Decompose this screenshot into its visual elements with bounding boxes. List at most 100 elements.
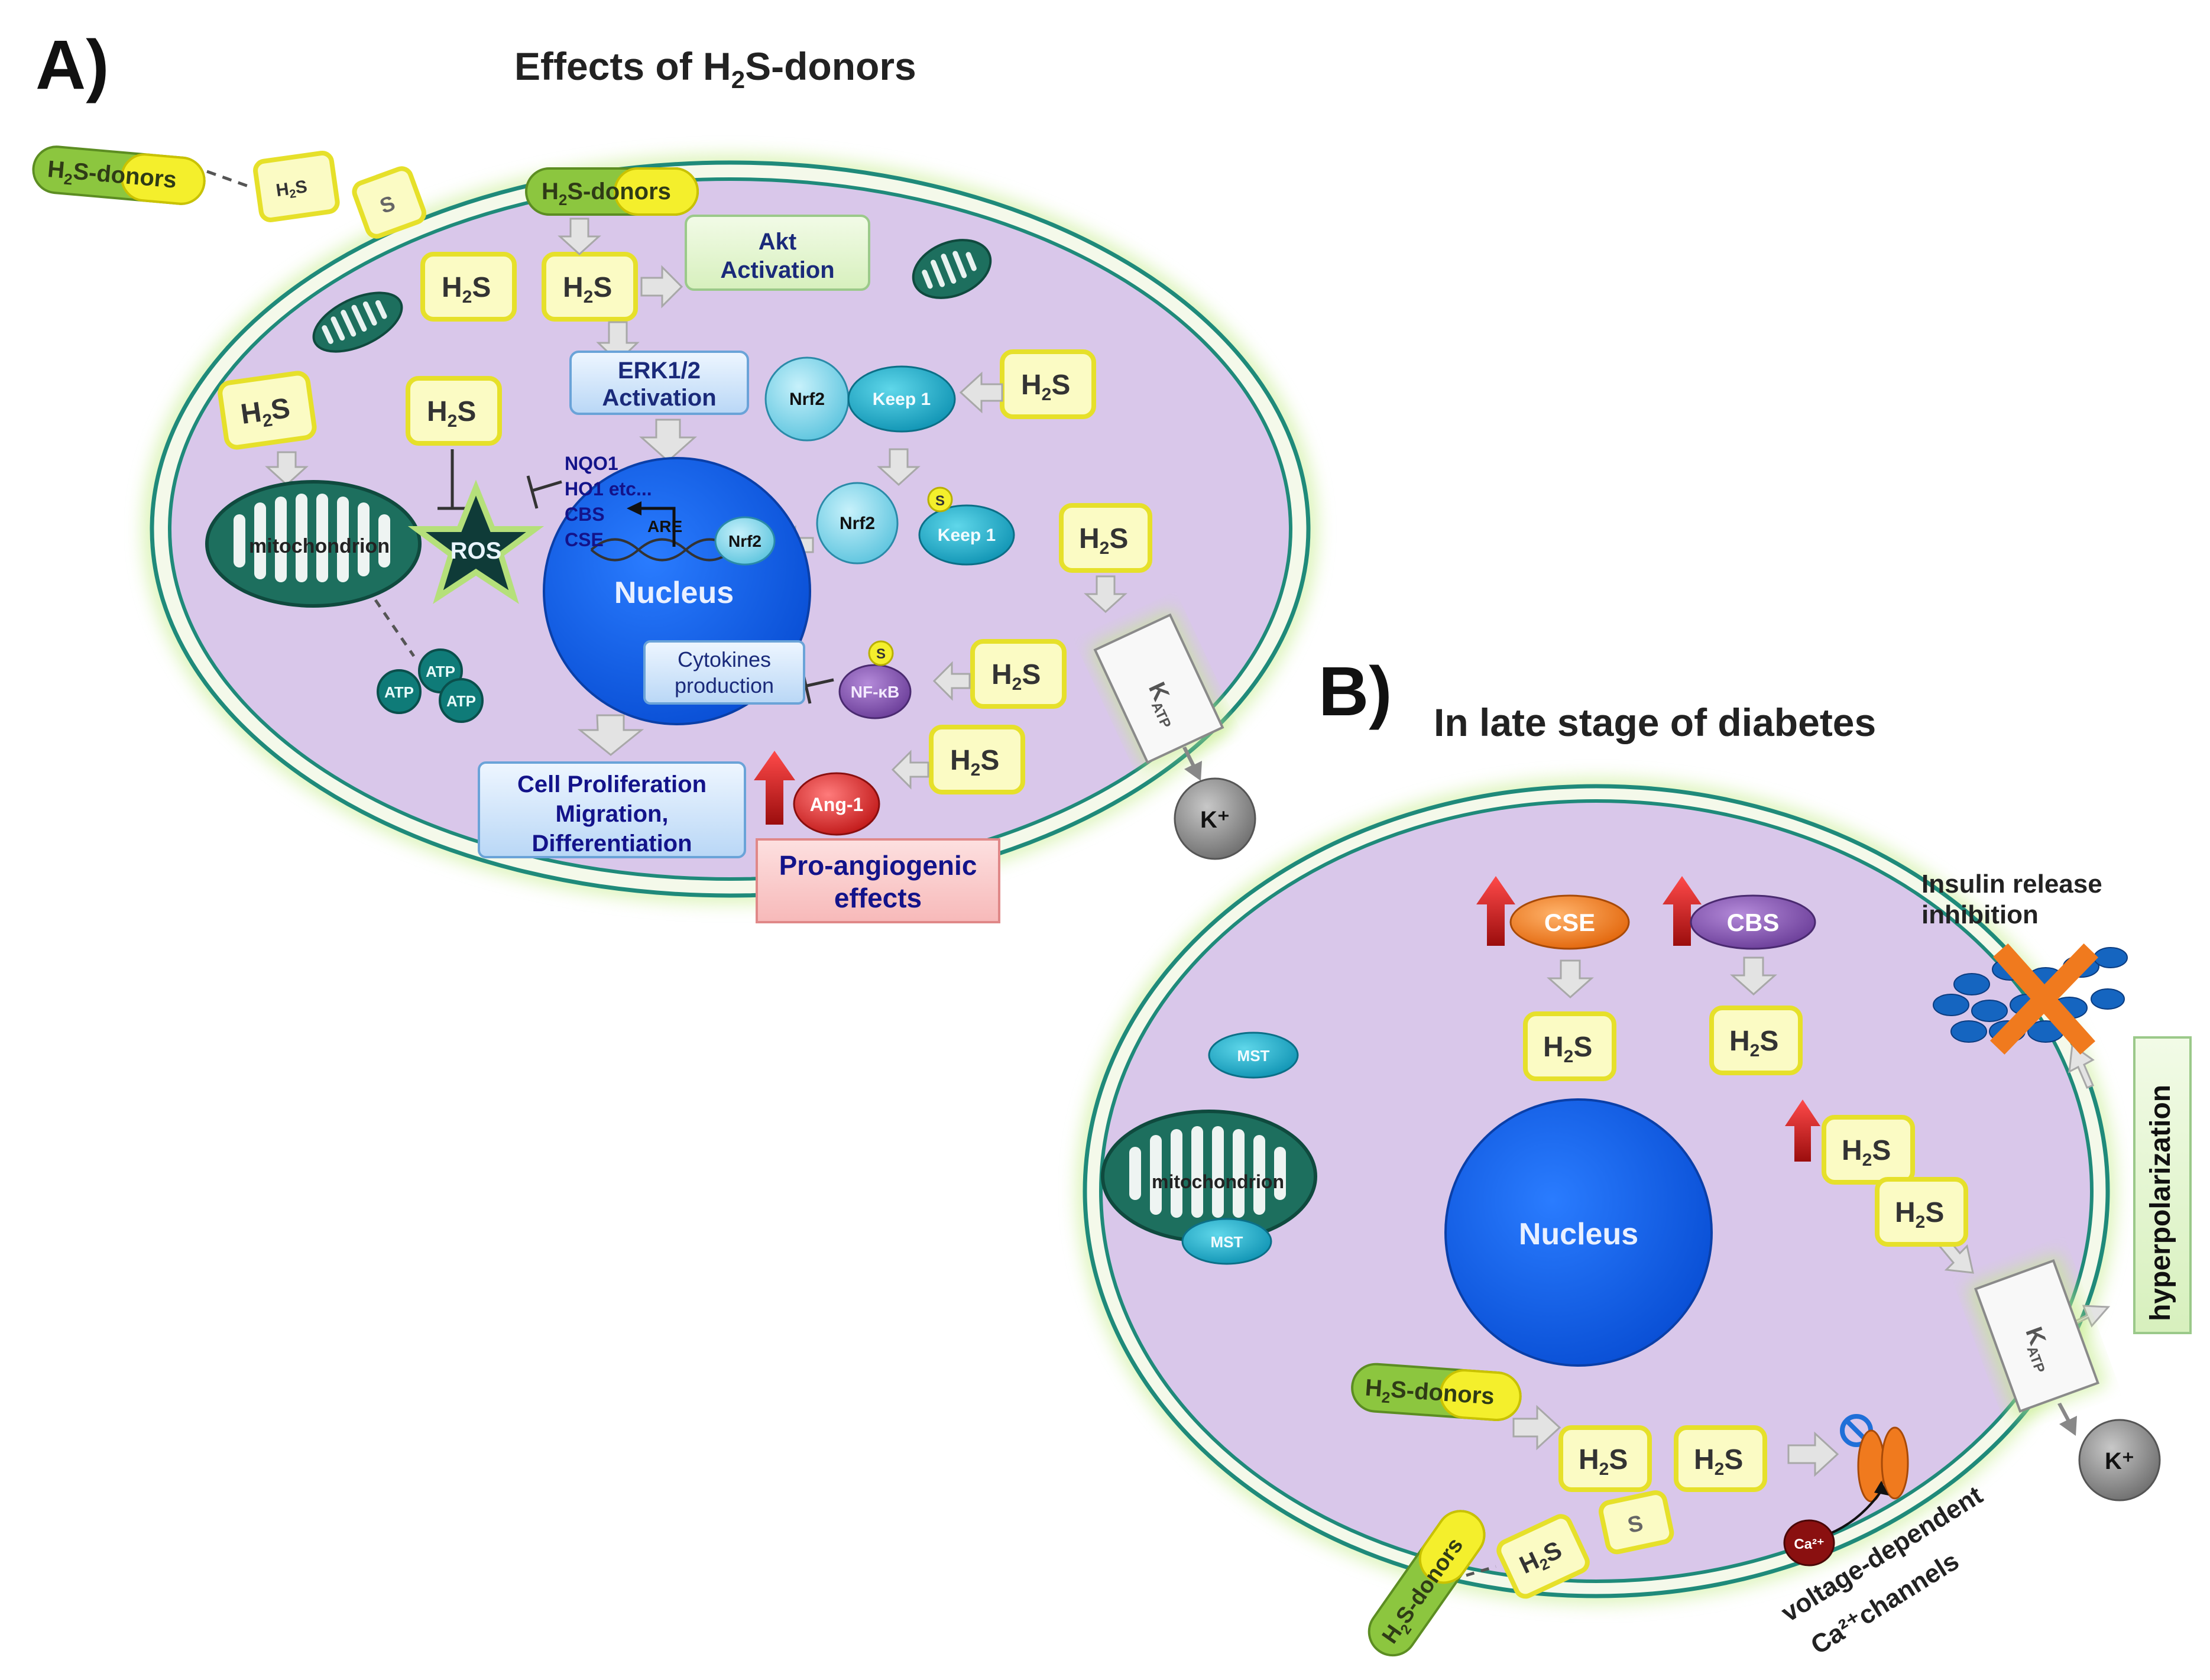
h2s-molecule: H2S <box>1523 1011 1616 1081</box>
svg-text:H2S: H2S <box>427 396 476 431</box>
nrf2-keep1-dissociated: Nrf2 Keep 1 S <box>816 482 1015 566</box>
svg-text:Cytokines: Cytokines <box>678 647 771 672</box>
svg-text:Nucleus: Nucleus <box>614 576 734 610</box>
svg-text:production: production <box>675 673 774 698</box>
arrow-left <box>891 750 929 790</box>
svg-text:Akt: Akt <box>759 229 796 255</box>
hyperpolarization-box: hyperpolarization <box>2133 1036 2192 1334</box>
svg-text:MST: MST <box>1237 1047 1270 1065</box>
cse-enzyme: CSE <box>1509 894 1630 950</box>
arrow-left <box>959 371 1003 414</box>
svg-text:H2S: H2S <box>1842 1135 1891 1170</box>
svg-text:Keep 1: Keep 1 <box>873 390 931 409</box>
ang1: Ang-1 <box>793 772 880 836</box>
calcium-ion: Ca²⁺ <box>1783 1519 1835 1567</box>
h2s-molecule: H2S <box>1709 1006 1803 1075</box>
arrow-right <box>1787 1431 1839 1477</box>
svg-text:NQO1: NQO1 <box>565 453 618 474</box>
arrow-down <box>639 419 697 463</box>
svg-text:H2S: H2S <box>1579 1444 1628 1479</box>
arrow-down <box>265 451 309 487</box>
h2s-donor-capsule: H2S-donors <box>1351 1363 1522 1421</box>
h2s-molecule: H2S <box>1674 1425 1767 1492</box>
katp-channel: KATP <box>1088 608 1229 769</box>
h2s-molecule: H2S <box>420 252 517 322</box>
svg-text:Keep 1: Keep 1 <box>938 526 996 545</box>
h2s-molecule: H2S <box>970 639 1067 709</box>
svg-text:Nucleus: Nucleus <box>1519 1217 1638 1251</box>
svg-text:H2S: H2S <box>950 745 999 780</box>
svg-text:Ang-1: Ang-1 <box>810 794 864 815</box>
cell-proliferation-box: Cell Proliferation Migration, Differenti… <box>478 761 746 858</box>
svg-text:H2S-donors: H2S-donors <box>542 179 671 209</box>
h2s-molecule: H2S <box>406 376 502 446</box>
h2s-donor-capsule: H2S-donors <box>32 145 206 205</box>
svg-text:Differentiation: Differentiation <box>532 831 692 857</box>
svg-text:ROS: ROS <box>451 538 502 564</box>
h2s-molecule: H2S <box>1496 1514 1590 1599</box>
svg-text:HO1 etc...: HO1 etc... <box>565 478 652 500</box>
svg-text:mitochondrion: mitochondrion <box>249 535 390 557</box>
svg-text:H2S: H2S <box>275 177 309 203</box>
svg-text:Migration,: Migration, <box>555 801 668 827</box>
svg-text:H2S: H2S <box>1694 1444 1743 1479</box>
arrow-left <box>932 661 971 701</box>
h2s-molecule: H2S <box>1059 503 1152 573</box>
mitochondrion-icon <box>312 291 403 353</box>
gene-list: NQO1 HO1 etc... CBS CSE <box>565 453 652 550</box>
svg-text:S: S <box>876 646 886 662</box>
s-membrane-marker: S <box>1598 1490 1674 1555</box>
arrow-down <box>877 448 921 487</box>
svg-text:Activation: Activation <box>720 257 834 283</box>
inhibition-line <box>438 449 467 510</box>
s-membrane-marker: S <box>352 166 426 239</box>
mitochondrion-icon <box>912 239 992 299</box>
svg-text:Nrf2: Nrf2 <box>789 390 825 409</box>
svg-text:H2S: H2S <box>1079 523 1128 558</box>
ros-star: ROS <box>407 479 545 604</box>
svg-text:CSE: CSE <box>1544 909 1595 936</box>
svg-text:H2S: H2S <box>563 272 612 307</box>
svg-text:Nrf2: Nrf2 <box>840 514 875 533</box>
mitochondrion: mitochondrion <box>205 480 422 608</box>
panel-b-title: In late stage of diabetes <box>1434 700 1876 744</box>
svg-text:H2S: H2S <box>1543 1032 1592 1066</box>
mitochondrion: mitochondrion <box>1101 1110 1317 1243</box>
svg-text:Pro-angiogenic: Pro-angiogenic <box>779 850 977 881</box>
svg-text:MST: MST <box>1211 1233 1243 1251</box>
nrf2-nuclear: Nrf2 <box>714 516 776 566</box>
katp-channel: KATP <box>1966 1253 2107 1419</box>
panel-a-title: Effects of H2S-donors <box>514 44 916 93</box>
pro-angiogenic-box: Pro-angiogenic effects <box>756 838 1000 923</box>
svg-text:Activation: Activation <box>602 385 716 411</box>
svg-text:H2S: H2S <box>1895 1197 1944 1232</box>
svg-text:CBS: CBS <box>565 504 605 525</box>
h2s-donor-capsule: H2S-donors <box>525 167 699 216</box>
svg-text:ERK1/2: ERK1/2 <box>618 358 701 384</box>
h2s-molecule: H2S <box>1875 1177 1968 1247</box>
h2s-molecule: H2S <box>1558 1425 1652 1492</box>
svg-text:H2S: H2S <box>239 393 293 434</box>
svg-text:K⁺: K⁺ <box>2105 1448 2134 1474</box>
svg-text:NF-κB: NF-κB <box>851 683 899 701</box>
h2s-molecule: H2S <box>253 150 340 222</box>
nrf2-keep1-complex: Nrf2 Keep 1 <box>764 356 956 442</box>
vdcc-channel <box>1820 1414 1909 1538</box>
insulin-label: inhibition <box>1921 900 2039 929</box>
arrow-down <box>1084 575 1127 614</box>
svg-text:H2S: H2S <box>442 272 491 307</box>
arrow-out <box>1182 747 1202 781</box>
h2s-molecule: H2S <box>1000 349 1096 419</box>
k-ion: K⁺ <box>2078 1419 2161 1501</box>
h2s-molecule: H2S <box>218 371 317 450</box>
svg-text:ATP: ATP <box>384 683 414 701</box>
svg-text:S: S <box>935 493 945 509</box>
arrow-right <box>640 265 683 309</box>
arrow-down <box>558 218 601 256</box>
svg-text:H2S: H2S <box>991 659 1041 694</box>
inhibition-line <box>526 475 562 509</box>
h2s-molecule: H2S <box>929 725 1025 794</box>
arrow-out <box>2057 1403 2077 1436</box>
